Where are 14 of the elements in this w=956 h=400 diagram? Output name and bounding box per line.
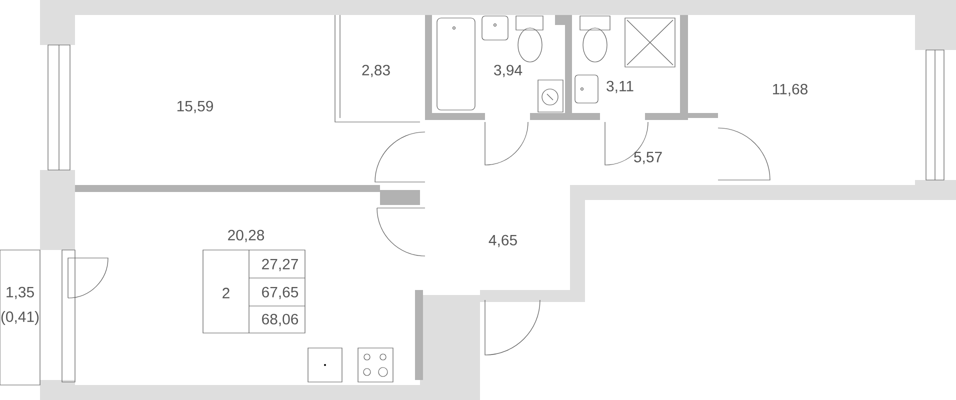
area-label: 5,57 (634, 152, 662, 164)
area-label: 4,65 (488, 234, 517, 248)
area-label: 1,35 (6, 286, 34, 300)
area-label: 3,94 (494, 64, 522, 78)
table-cell: 2 (222, 288, 230, 298)
area-label: (0,41) (1, 311, 39, 325)
area-label: 11,68 (773, 84, 808, 96)
area-label: 2,83 (362, 64, 390, 78)
area-label: 20,28 (228, 230, 264, 242)
table-cell: 27,27 (262, 258, 298, 272)
table-cell: 68,06 (262, 314, 298, 326)
area-label: 15,59 (177, 100, 213, 114)
area-label: 3,11 (606, 80, 634, 94)
table-cell: 67,65 (262, 286, 298, 300)
